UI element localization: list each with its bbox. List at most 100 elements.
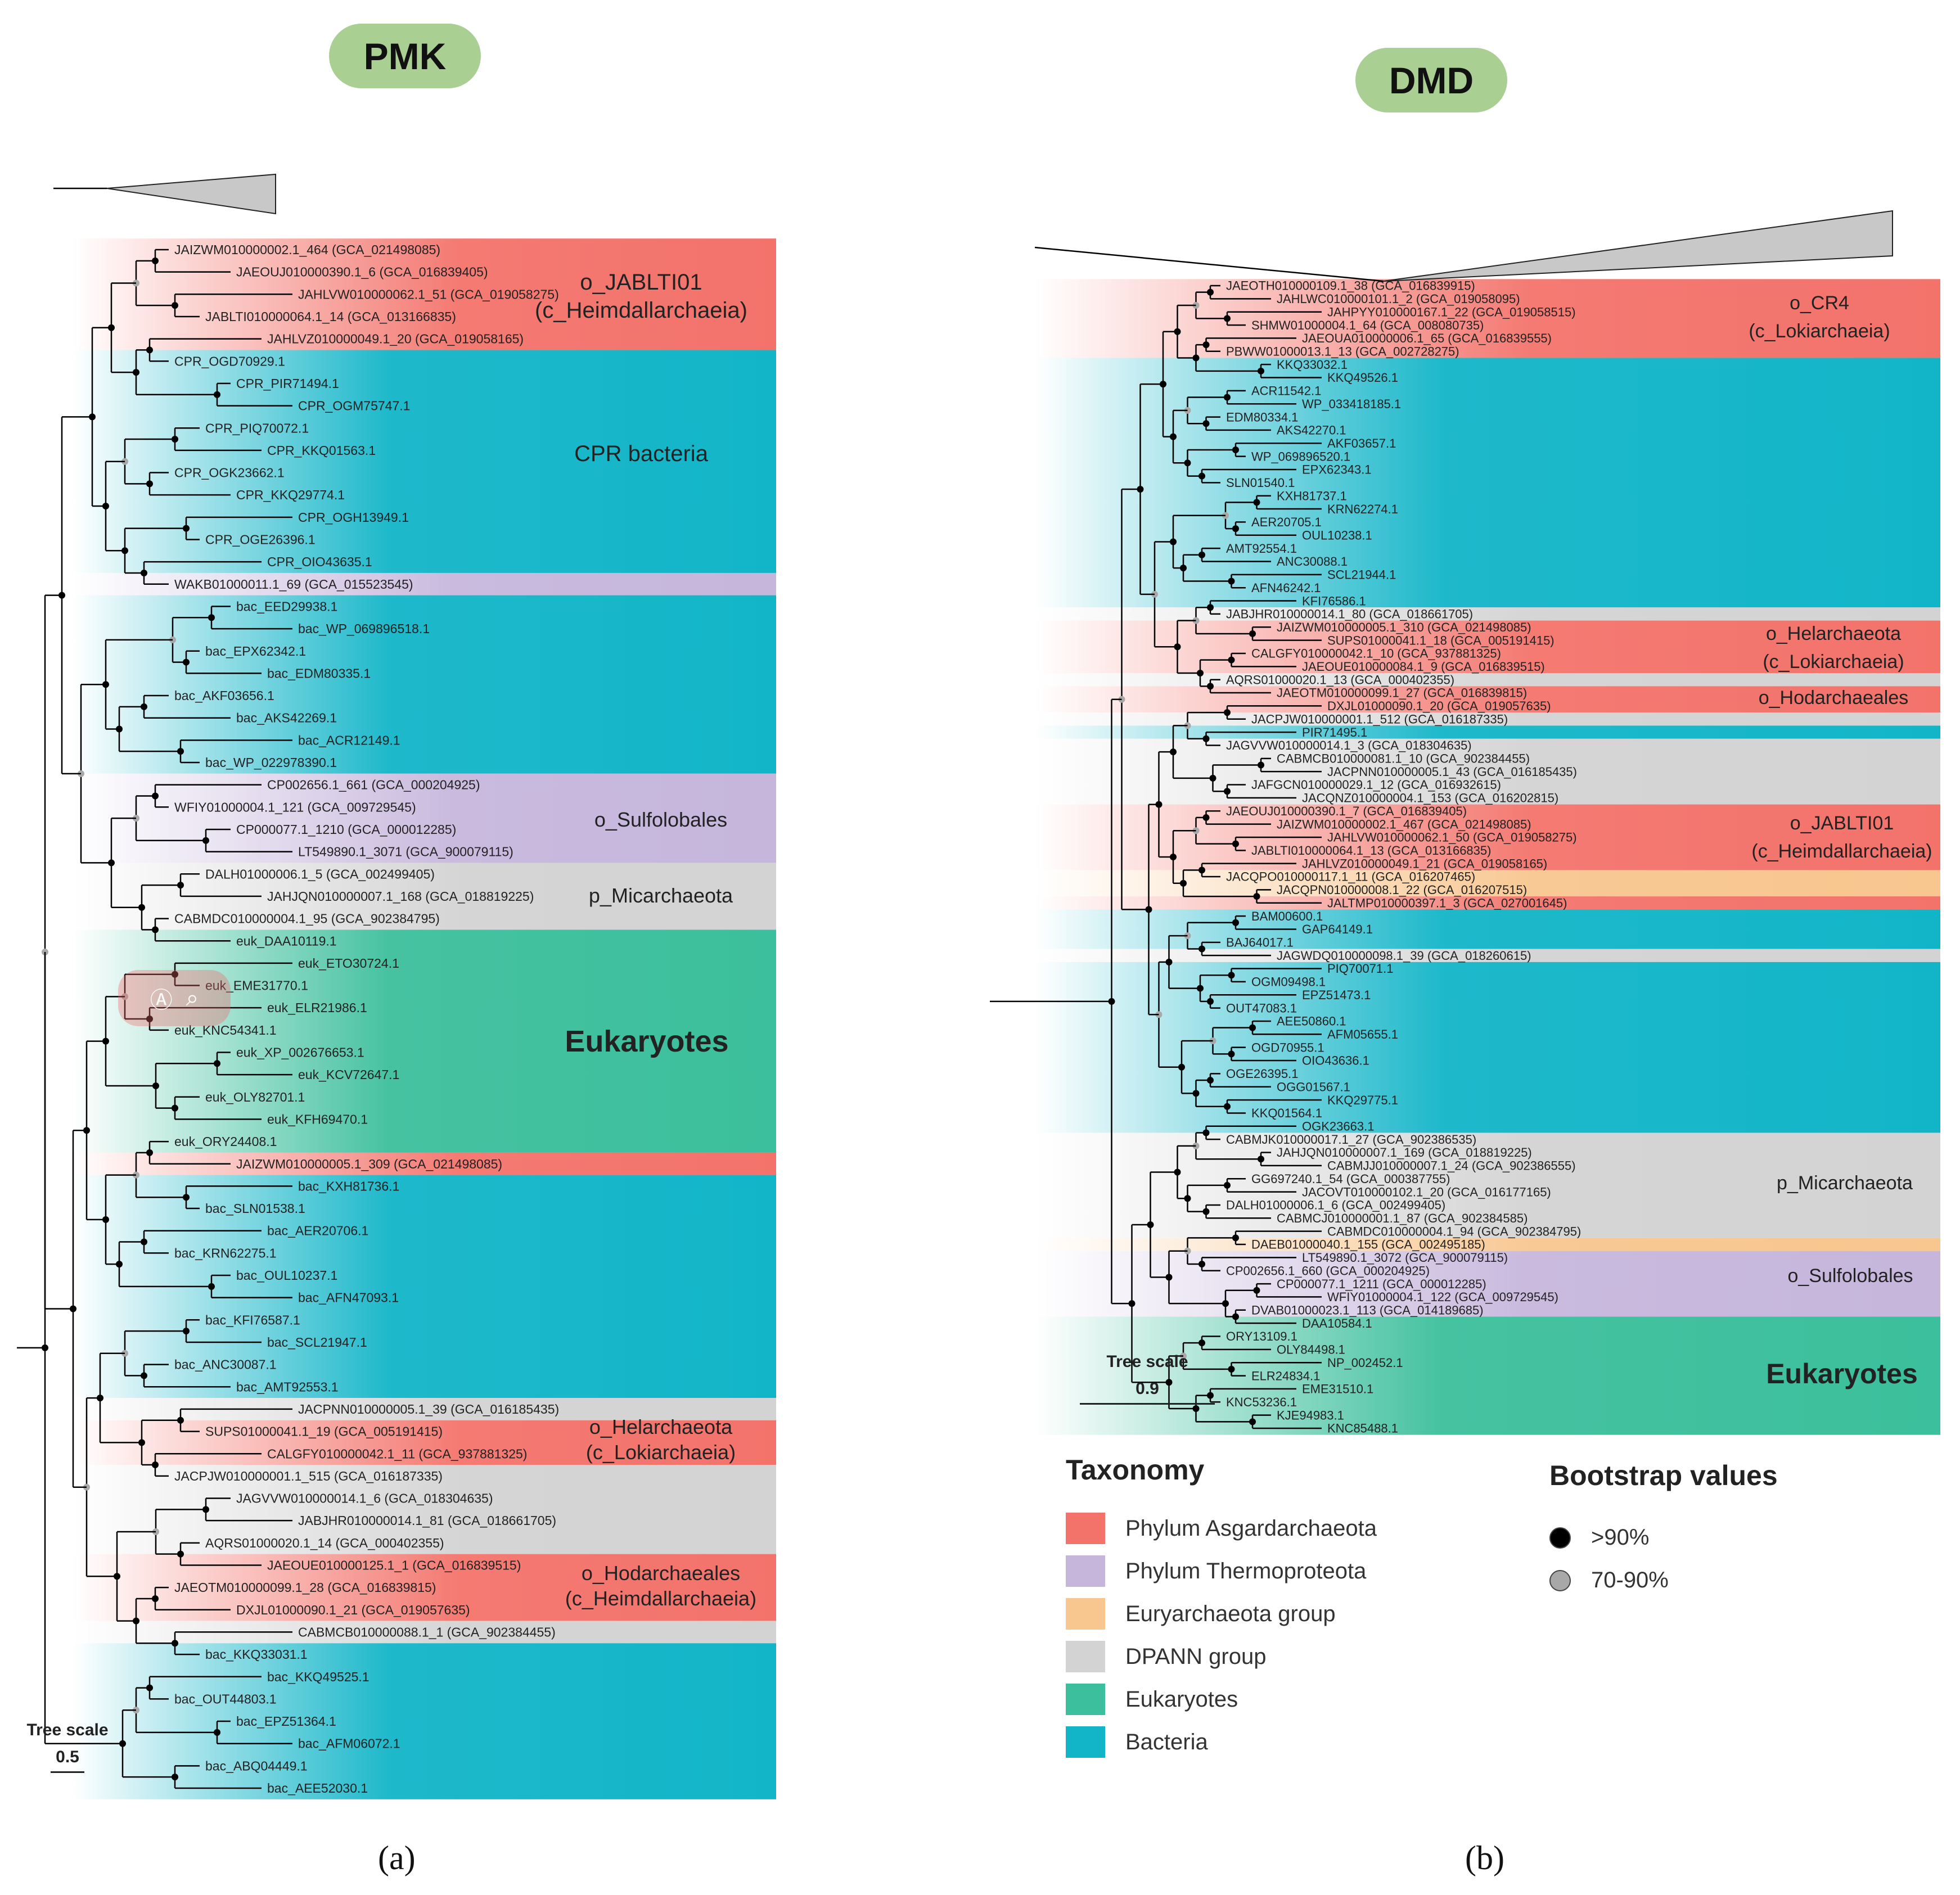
panel-a-title-text: PMK <box>363 35 447 77</box>
leaf-label: SUPS01000041.1_18 (GCA_005191415) <box>1327 633 1555 647</box>
leaf-label: bac_KRN62275.1 <box>174 1246 277 1260</box>
tree-branch <box>1034 246 1384 282</box>
leaf-label: bac_AFM06072.1 <box>298 1736 400 1751</box>
leaf-label: JALTMP010000397.1_3 (GCA_027001645) <box>1327 896 1567 910</box>
legend-label: 70-90% <box>1591 1568 1669 1592</box>
leaf-label: CABMJK010000017.1_27 (GCA_902386535) <box>1226 1133 1476 1147</box>
leaf-label: JAEOTH010000109.1_38 (GCA_016839915) <box>1226 279 1475 293</box>
clade-band-bacteria <box>73 595 776 774</box>
leaf-label: WP_033418185.1 <box>1302 397 1401 411</box>
clade-group-label: o_Sulfolobales <box>1787 1265 1913 1287</box>
leaf-label: JAEOUJ010000390.1_6 (GCA_016839405) <box>236 265 488 279</box>
leaf-label: WAKB01000011.1_69 (GCA_015523545) <box>174 577 413 592</box>
leaf-label: AKF03657.1 <box>1327 436 1396 450</box>
leaf-label: bac_KKQ49525.1 <box>267 1670 370 1684</box>
leaf-label: euk_KNC54341.1 <box>174 1023 277 1037</box>
leaf-label: bac_AFN47093.1 <box>298 1291 399 1305</box>
legend-label: DPANN group <box>1125 1644 1267 1669</box>
panel-a-title: PMK <box>329 24 481 88</box>
leaf-label: bac_EDM80335.1 <box>267 666 371 680</box>
leaf-label: AQRS01000020.1_14 (GCA_000402355) <box>205 1536 444 1550</box>
clade-band-dpann <box>1035 673 1940 687</box>
leaf-label: KRN62274.1 <box>1327 502 1398 516</box>
clade-band-euk <box>73 930 776 1153</box>
leaf-label: euk_KCV72647.1 <box>298 1067 399 1082</box>
legend-label: >90% <box>1591 1525 1650 1550</box>
leaf-label: CALGFY010000042.1_11 (GCA_937881325) <box>267 1446 527 1461</box>
leaf-label: JAIZWM010000005.1_309 (GCA_021498085) <box>236 1157 502 1171</box>
leaf-label: JAGVVW010000014.1_3 (GCA_018304635) <box>1226 738 1472 752</box>
leaf-label: euk_XP_002676653.1 <box>236 1045 364 1060</box>
leaf-label: ANC30088.1 <box>1277 554 1348 568</box>
leaf-label: CABMDC010000004.1_95 (GCA_902384795) <box>174 912 440 926</box>
leaf-label: CP002656.1_660 (GCA_000204925) <box>1226 1264 1430 1278</box>
leaf-label: euk_ORY24408.1 <box>174 1134 277 1149</box>
leaf-label: OUL10238.1 <box>1302 528 1372 542</box>
tree-scale-bar <box>51 1771 84 1773</box>
clade-band-dpann <box>1035 949 1940 962</box>
clade-band-bacteria <box>73 350 776 573</box>
leaf-label: EDM80334.1 <box>1226 410 1298 424</box>
ai-icon: Ⓐ <box>150 988 173 1013</box>
panel-b-tree <box>990 210 1893 1429</box>
leaf-label: KKQ49526.1 <box>1327 371 1398 385</box>
panel-a-label-text: (a) <box>378 1839 416 1876</box>
tree-scale-value: 0.5 <box>56 1748 79 1766</box>
leaf-label: KKQ33032.1 <box>1277 358 1348 372</box>
leaf-label: JAEOTM010000099.1_28 (GCA_016839815) <box>174 1580 436 1595</box>
leaf-label: DXJL01000090.1_20 (GCA_019057635) <box>1327 699 1551 713</box>
leaf-label: CPR_OGH13949.1 <box>298 510 409 525</box>
leaf-label: DXJL01000090.1_21 (GCA_019057635) <box>236 1603 470 1617</box>
leaf-label: CALGFY010000042.1_10 (GCA_937881325) <box>1251 647 1501 661</box>
leaf-label: SLN01540.1 <box>1226 476 1295 490</box>
leaf-label: bac_EPX62342.1 <box>205 644 306 658</box>
leaf-label: JAHLWC010000101.1_2 (GCA_019058095) <box>1277 292 1520 306</box>
bootstrap-legend-item: >90% <box>1549 1525 1649 1550</box>
clade-group-label: o_CR4 <box>1790 292 1849 314</box>
panel-a-label: (a) <box>378 1839 416 1878</box>
leaf-label: PIQ70071.1 <box>1327 962 1393 976</box>
leaf-label: KNC53236.1 <box>1226 1395 1297 1409</box>
leaf-label: CPR_OIO43635.1 <box>267 554 372 569</box>
watermark-badge: Ⓐ ⌕ <box>118 970 231 1026</box>
leaf-label: BAJ64017.1 <box>1226 936 1294 950</box>
leaf-label: JAHLVW010000062.1_51 (GCA_019058275) <box>298 287 559 301</box>
leaf-label: bac_ABQ04449.1 <box>205 1758 308 1773</box>
tree-scale-value: 0.9 <box>1136 1379 1159 1398</box>
leaf-label: CP000077.1_1210 (GCA_000012285) <box>236 822 456 837</box>
leaf-label: bac_OUL10237.1 <box>236 1268 337 1283</box>
clade-band-euk <box>1035 1316 1940 1435</box>
tree-scale-label: Tree scale <box>1106 1352 1188 1371</box>
bootstrap-dot-icon <box>1549 1569 1571 1591</box>
taxonomy-legend-item: Phylum Asgardarchaeota <box>1066 1513 1377 1544</box>
leaf-label: AEE50860.1 <box>1277 1014 1346 1028</box>
leaf-label: CPR_OGE26396.1 <box>205 533 316 547</box>
clade-band-thermo <box>1035 1251 1940 1317</box>
search-icon: ⌕ <box>186 985 199 1010</box>
legend-label: Phylum Asgardarchaeota <box>1125 1515 1377 1541</box>
leaf-label: SCL21944.1 <box>1327 568 1396 582</box>
collapsed-outgroup-triangle <box>106 173 276 215</box>
leaf-label: KJE94983.1 <box>1277 1408 1344 1422</box>
clade-band-bacteria <box>1035 725 1940 739</box>
leaf-label: CPR_KKQ29774.1 <box>236 488 345 502</box>
leaf-label: GG697240.1_54 (GCA_000387755) <box>1251 1172 1450 1186</box>
leaf-label: CP002656.1_661 (GCA_000204925) <box>267 778 480 792</box>
leaf-label: ORY13109.1 <box>1226 1329 1297 1343</box>
clade-band-bacteria <box>1035 909 1940 949</box>
taxonomy-legend-item: Euryarchaeota group <box>1066 1598 1336 1630</box>
legend-label: Euryarchaeota group <box>1125 1601 1336 1626</box>
collapsed-outgroup-triangle <box>1383 210 1893 282</box>
leaf-label: EPX62343.1 <box>1302 463 1372 477</box>
leaf-label: JACQPO010000117.1_11 (GCA_016207465) <box>1226 870 1475 884</box>
leaf-label: CABMJJ010000007.1_24 (GCA_902386555) <box>1327 1159 1576 1173</box>
leaf-label: JAIZWM010000005.1_310 (GCA_021498085) <box>1277 620 1531 634</box>
leaf-label: JABLTI010000064.1_13 (GCA_013166835) <box>1251 843 1491 858</box>
clade-group-label: p_Micarchaeota <box>589 884 733 907</box>
leaf-label: JAHPYY010000167.1_22 (GCA_019058515) <box>1327 305 1576 319</box>
leaf-label: euk_KFH69470.1 <box>267 1112 368 1126</box>
leaf-label: EME31510.1 <box>1302 1382 1373 1396</box>
leaf-label: bac_EED29938.1 <box>236 599 337 613</box>
taxonomy-legend-item: Phylum Thermoproteota <box>1066 1555 1366 1587</box>
clade-band-asgard <box>1035 896 1940 910</box>
